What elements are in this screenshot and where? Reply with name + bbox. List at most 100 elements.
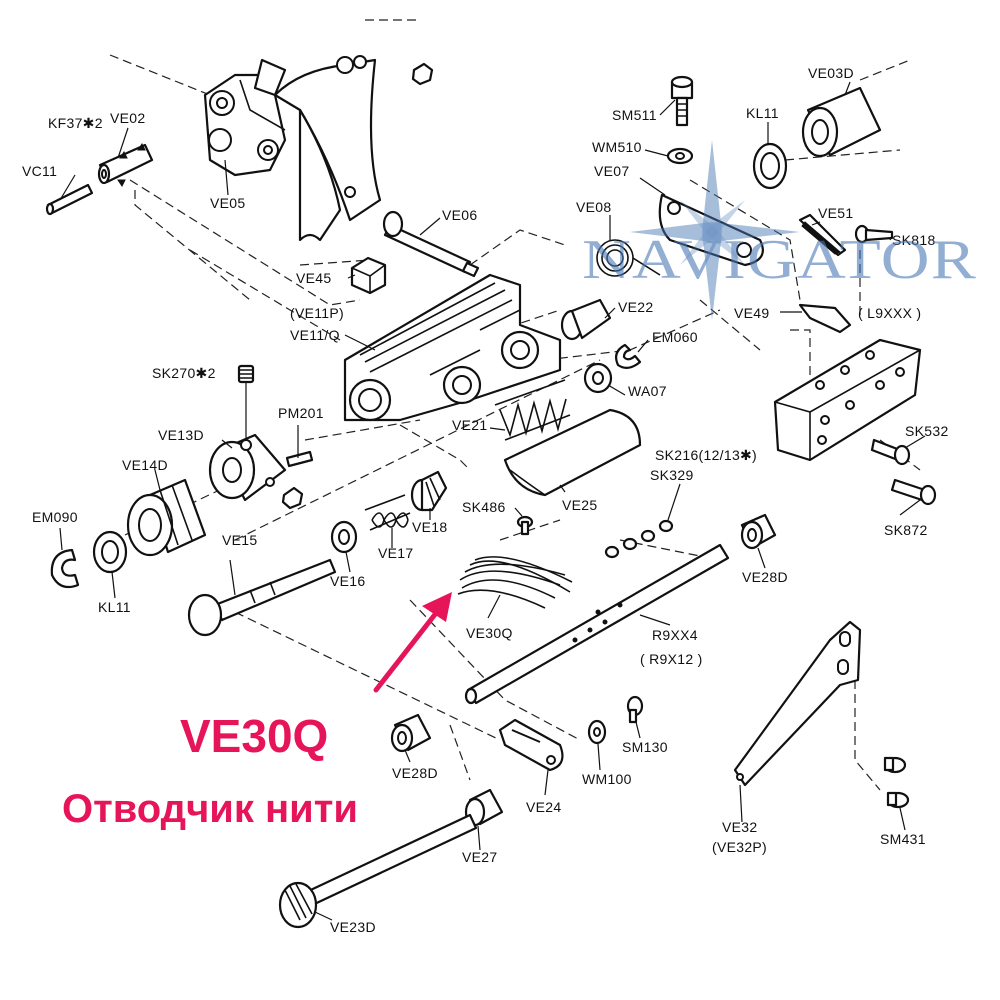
label-ve17: VE17 bbox=[378, 545, 413, 561]
label-ve28d-left: VE28D bbox=[392, 765, 438, 781]
part-ve11-body bbox=[343, 273, 562, 422]
part-ve45-block bbox=[350, 256, 387, 295]
part-ve14d-bushing bbox=[126, 478, 207, 557]
label-sm130: SM130 bbox=[622, 739, 668, 755]
part-ve15-shaft bbox=[187, 558, 337, 637]
label-ve51: VE51 bbox=[818, 205, 853, 221]
part-ve07-plate bbox=[658, 193, 764, 267]
part-ve28d-bushing-right bbox=[740, 513, 777, 550]
label-vc11: VC11 bbox=[22, 163, 57, 179]
part-wm100-washer bbox=[587, 719, 607, 745]
part-ve51-blade bbox=[798, 213, 847, 257]
label-sk329: SK329 bbox=[650, 467, 694, 483]
navigator-watermark: NAVIGATOR bbox=[582, 140, 977, 320]
part-sk486-screw bbox=[516, 515, 534, 536]
part-ve05-bracket bbox=[203, 58, 287, 177]
part-sm431-screws bbox=[883, 756, 910, 809]
callout-arrow bbox=[373, 592, 452, 693]
label-ve18: VE18 bbox=[412, 519, 447, 535]
callout-part-code: VE30Q bbox=[180, 710, 328, 762]
label-r9xx4: R9XX4 bbox=[652, 627, 698, 643]
label-pm201: PM201 bbox=[278, 405, 324, 421]
part-ve18-bushing bbox=[410, 470, 448, 512]
label-ve07: VE07 bbox=[594, 163, 629, 179]
part-ve13d-collar bbox=[208, 433, 287, 502]
label-ve21: VE21 bbox=[452, 417, 487, 433]
label-l9xxx: ( L9XXX ) bbox=[858, 305, 921, 321]
part-sm130-screw bbox=[626, 695, 644, 724]
label-ve32: VE32 bbox=[722, 819, 757, 835]
leader-lines bbox=[59, 81, 926, 921]
label-sm431: SM431 bbox=[880, 831, 926, 847]
label-em060: EM060 bbox=[652, 329, 698, 345]
part-ve08-spring bbox=[596, 239, 661, 277]
label-ve49: VE49 bbox=[734, 305, 769, 321]
label-ve22: VE22 bbox=[618, 299, 653, 315]
label-ve16: VE16 bbox=[330, 573, 365, 589]
label-ve02: VE02 bbox=[110, 110, 145, 126]
label-ve05: VE05 bbox=[210, 195, 245, 211]
label-sk270: SK270✱2 bbox=[152, 365, 216, 381]
label-ve28d-right: VE28D bbox=[742, 569, 788, 585]
label-sk486: SK486 bbox=[462, 499, 506, 515]
part-small-nut-top bbox=[411, 62, 434, 86]
label-sk216: SK216(12/13✱) bbox=[655, 447, 757, 463]
part-wa07-washer bbox=[583, 362, 613, 394]
callout-part-description: Отводчик нити bbox=[62, 787, 358, 831]
label-kl11-left: KL11 bbox=[98, 599, 131, 615]
part-l9xxx-block bbox=[773, 338, 922, 462]
part-vc11-pin bbox=[45, 183, 94, 216]
label-em090: EM090 bbox=[32, 509, 78, 525]
label-sm511: SM511 bbox=[612, 107, 657, 123]
part-ve25-cover bbox=[503, 408, 642, 497]
part-sk872-screw bbox=[890, 478, 937, 506]
part-sk532-screw bbox=[870, 438, 911, 466]
label-ve13d: VE13D bbox=[158, 427, 204, 443]
label-sk818: SK818 bbox=[892, 232, 936, 248]
part-curved-guard bbox=[273, 55, 382, 242]
part-sk818-screw bbox=[854, 224, 894, 244]
part-em090-ering bbox=[50, 548, 80, 589]
label-ve08: VE08 bbox=[576, 199, 611, 215]
label-r9x12: ( R9X12 ) bbox=[640, 651, 703, 667]
label-ve06: VE06 bbox=[442, 207, 477, 223]
part-labels: KF37✱2 VE02 VC11 VE05 VE06 VE45 (VE11P) … bbox=[22, 65, 948, 935]
part-ve16-washer bbox=[330, 520, 358, 554]
part-ve02-pin bbox=[97, 143, 154, 187]
label-kl11-right: KL11 bbox=[746, 105, 779, 121]
part-ve17-spring bbox=[364, 494, 411, 531]
part-kl11-washer-right bbox=[752, 142, 788, 190]
watermark-text: NAVIGATOR bbox=[582, 229, 977, 291]
part-wm510-washer bbox=[666, 147, 694, 165]
part-ve21-spring bbox=[494, 379, 571, 441]
part-ve49-lever bbox=[798, 303, 852, 334]
part-r9xx4-shaft bbox=[464, 543, 730, 705]
label-ve25: VE25 bbox=[562, 497, 597, 513]
label-ve24: VE24 bbox=[526, 799, 561, 815]
part-sk270-screw bbox=[237, 364, 255, 440]
part-small-nut-mid bbox=[281, 486, 304, 510]
label-ve15: VE15 bbox=[222, 532, 257, 548]
label-ve03d: VE03D bbox=[808, 65, 854, 81]
part-ve22-bushing bbox=[560, 298, 612, 341]
label-ve45: VE45 bbox=[296, 270, 331, 286]
part-ve28d-bushing-left bbox=[390, 713, 432, 753]
part-pm201-pin bbox=[285, 450, 314, 468]
label-ve32p: (VE32P) bbox=[712, 839, 767, 855]
compass-star-icon bbox=[630, 140, 800, 320]
label-kf37: KF37✱2 bbox=[48, 115, 103, 131]
label-ve11p: (VE11P) bbox=[290, 305, 344, 321]
label-sk872: SK872 bbox=[884, 522, 928, 538]
label-wm100: WM100 bbox=[582, 771, 632, 787]
part-ve32-bracket bbox=[733, 620, 862, 787]
label-ve27: VE27 bbox=[462, 849, 497, 865]
part-ve03d-bushing bbox=[801, 86, 882, 158]
part-sk216-set-screws bbox=[604, 519, 674, 559]
label-ve30q: VE30Q bbox=[466, 625, 513, 641]
part-ve24-lever bbox=[498, 718, 564, 772]
label-ve23d: VE23D bbox=[330, 919, 376, 935]
part-ve23d-shaft bbox=[278, 813, 478, 929]
part-sm511-screw bbox=[670, 75, 694, 127]
label-wa07: WA07 bbox=[628, 383, 667, 399]
